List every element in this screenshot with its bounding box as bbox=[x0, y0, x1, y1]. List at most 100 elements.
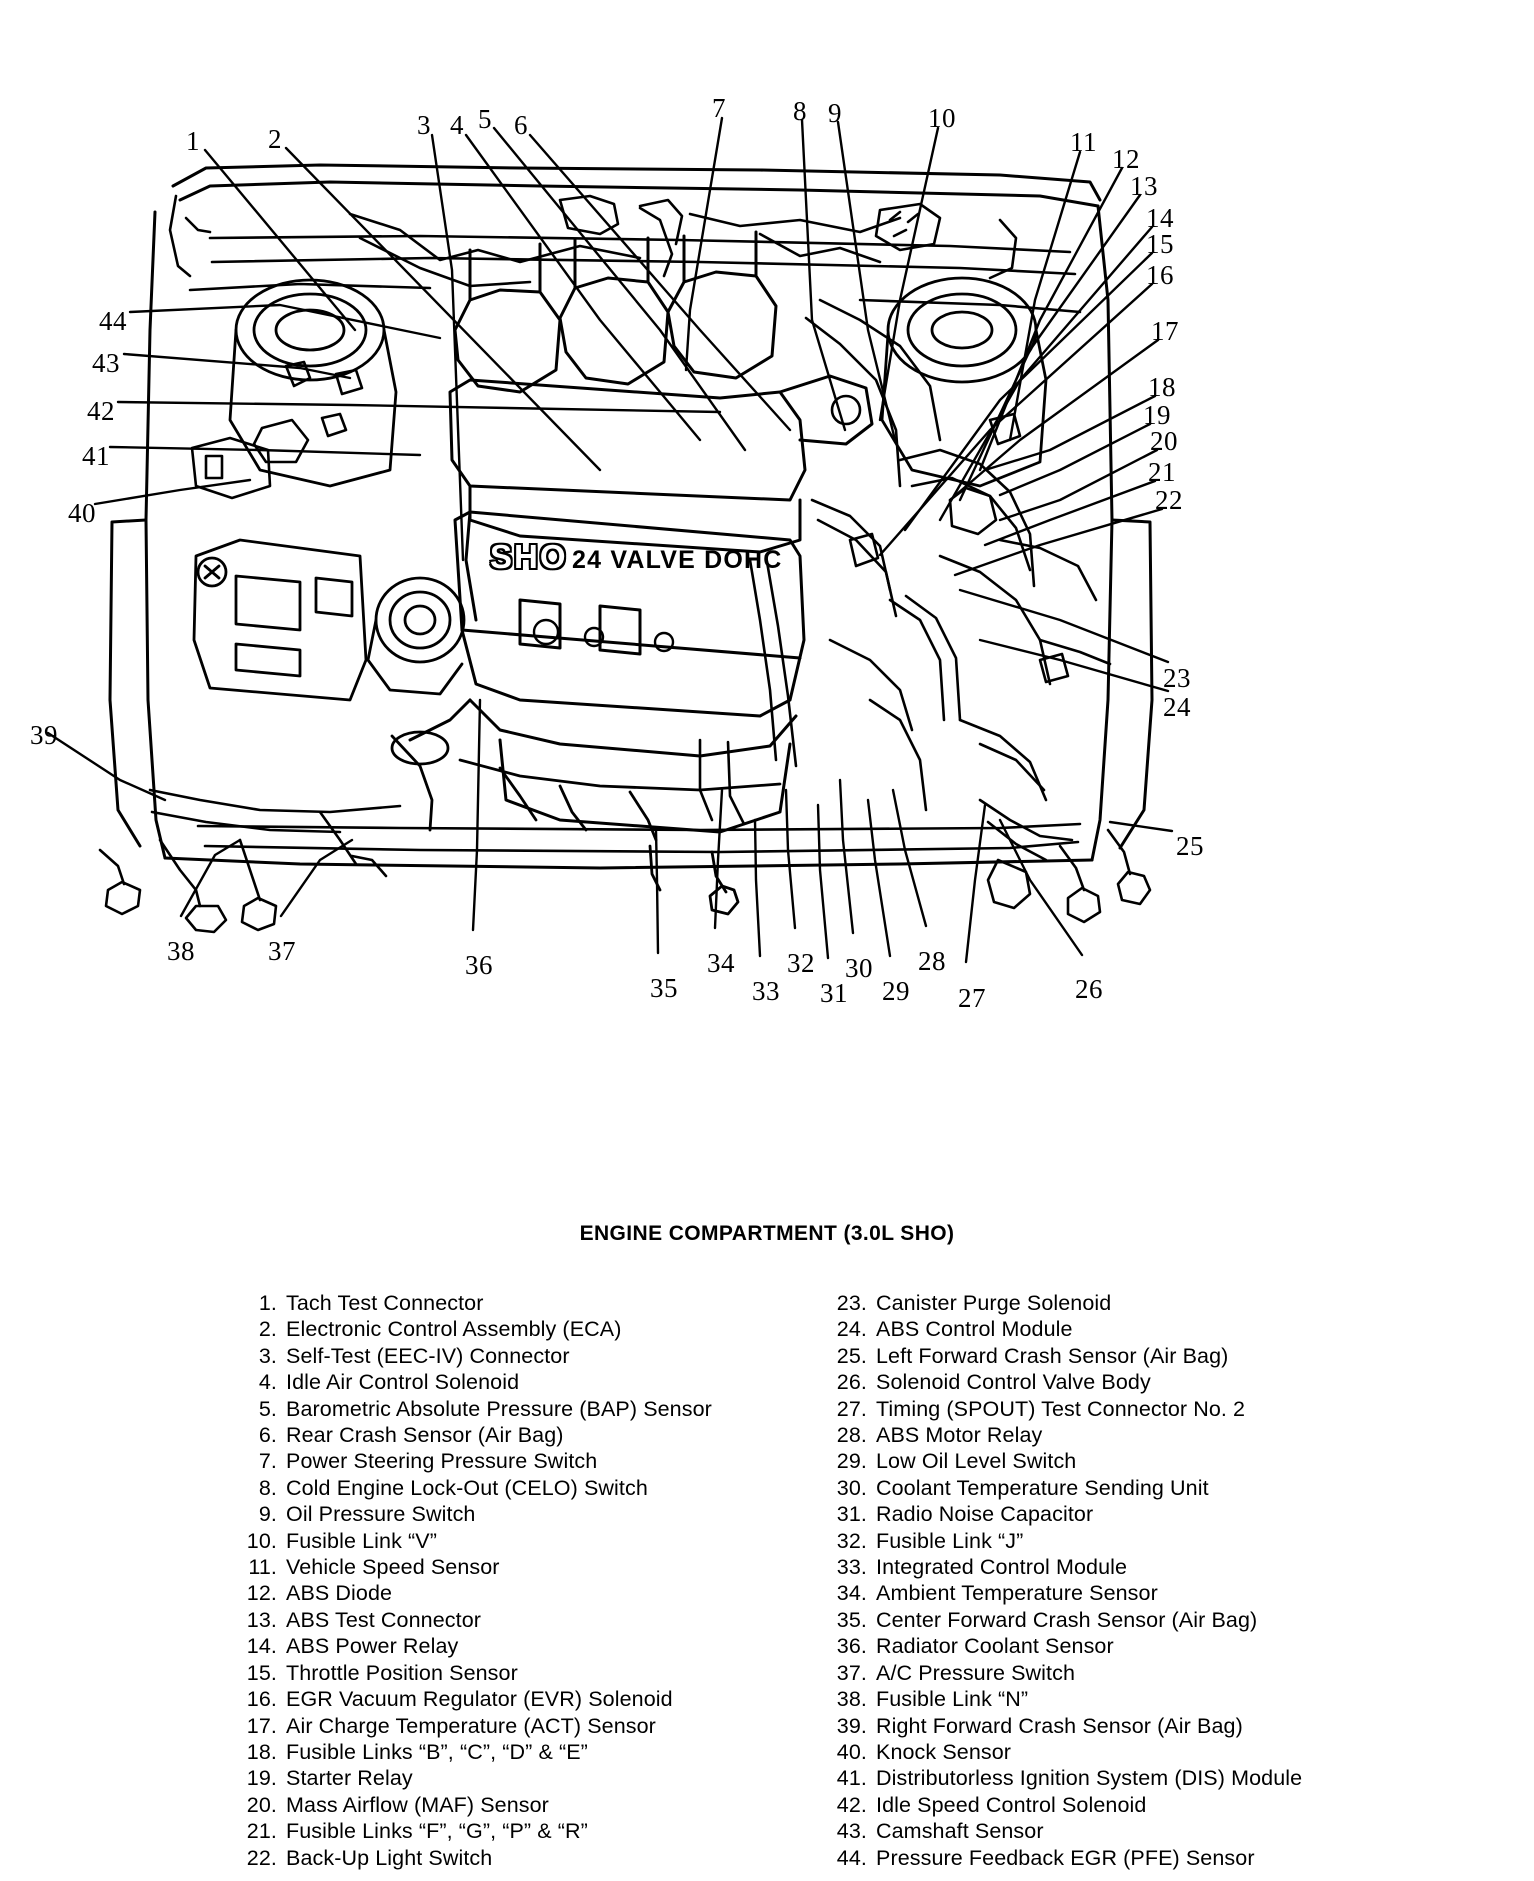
callout-number-11: 11 bbox=[1070, 127, 1097, 157]
legend-item: 7.Power Steering Pressure Switch bbox=[240, 1448, 760, 1474]
legend-item-label: Idle Air Control Solenoid bbox=[286, 1370, 520, 1395]
legend-item-label: Radio Noise Capacitor bbox=[876, 1502, 1094, 1527]
callout-number-26: 26 bbox=[1075, 974, 1103, 1004]
callout-number-15: 15 bbox=[1146, 229, 1174, 259]
legend-item-number: 1. bbox=[258, 1291, 277, 1315]
callout-number-27: 27 bbox=[958, 983, 986, 1013]
callout-number-5: 5 bbox=[478, 104, 492, 134]
callout-number-34: 34 bbox=[707, 948, 735, 978]
legend-item-number: 4. bbox=[258, 1370, 277, 1395]
legend-item-label: Canister Purge Solenoid bbox=[876, 1291, 1112, 1315]
legend-item: 11. Vehicle Speed Sensor bbox=[240, 1554, 760, 1580]
legend-item-label: Cold Engine Lock-Out (CELO) Switch bbox=[286, 1475, 648, 1500]
legend-item: 28.ABS Motor Relay bbox=[830, 1422, 1390, 1448]
callout-number-24: 24 bbox=[1163, 692, 1191, 722]
legend-item-number: 5. bbox=[258, 1396, 277, 1421]
legend-item: 4. Idle Air Control Solenoid bbox=[240, 1369, 760, 1395]
legend-item-label: Self-Test (EEC-IV) Connector bbox=[286, 1343, 570, 1368]
legend-item: 21.Fusible Links “F”, “G”, “P” & “R” bbox=[240, 1818, 760, 1844]
legend-item-number: 35. bbox=[836, 1607, 867, 1632]
legend-item-number: 31. bbox=[836, 1502, 867, 1527]
callout-number-42: 42 bbox=[87, 396, 115, 426]
legend-item-label: ABS Motor Relay bbox=[876, 1423, 1043, 1448]
callout-number-39: 39 bbox=[30, 720, 58, 750]
legend-item-label: Oil Pressure Switch bbox=[286, 1502, 476, 1527]
legend-item-number: 43. bbox=[836, 1819, 867, 1844]
legend-item: 26. Solenoid Control Valve Body bbox=[830, 1369, 1390, 1395]
legend-item: 14.ABS Power Relay bbox=[240, 1633, 760, 1659]
legend-item-number: 11. bbox=[248, 1555, 277, 1580]
legend-item-number: 27. bbox=[836, 1396, 867, 1421]
legend-item-number: 18. bbox=[246, 1739, 277, 1764]
legend-item-number: 6. bbox=[258, 1423, 277, 1448]
legend-item-label: Electronic Control Assembly (ECA) bbox=[286, 1317, 622, 1342]
legend-item: 13.ABS Test Connector bbox=[240, 1607, 760, 1633]
legend-item: 9. Oil Pressure Switch bbox=[240, 1501, 760, 1527]
legend-item-number: 15. bbox=[246, 1660, 277, 1685]
legend-item: 37.A/C Pressure Switch bbox=[830, 1660, 1390, 1686]
legend-item: 34.Ambient Temperature Sensor bbox=[830, 1580, 1390, 1606]
legend-item-number: 7. bbox=[258, 1449, 277, 1474]
legend-item-number: 24. bbox=[836, 1317, 867, 1342]
legend-item-number: 32. bbox=[836, 1528, 867, 1553]
legend-item-number: 13. bbox=[246, 1607, 277, 1632]
legend-item-label: EGR Vacuum Regulator (EVR) Solenoid bbox=[286, 1687, 673, 1712]
legend-item: 1. Tach Test Connector bbox=[240, 1290, 760, 1316]
legend-item: 32.Fusible Link “J” bbox=[830, 1528, 1390, 1554]
legend-item-number: 30. bbox=[836, 1475, 867, 1500]
legend-item-label: Distributorless Ignition System (DIS) Mo… bbox=[876, 1766, 1303, 1791]
legend-item-label: Center Forward Crash Sensor (Air Bag) bbox=[876, 1607, 1258, 1632]
legend-item-number: 41. bbox=[836, 1766, 867, 1791]
legend-item-label: Barometric Absolute Pressure (BAP) Senso… bbox=[286, 1396, 712, 1421]
callout-number-23: 23 bbox=[1163, 663, 1191, 693]
legend-item-number: 9. bbox=[258, 1502, 277, 1527]
legend-item: 39.Right Forward Crash Sensor (Air Bag) bbox=[830, 1713, 1390, 1739]
legend-item-label: Idle Speed Control Solenoid bbox=[876, 1792, 1147, 1817]
callout-number-25: 25 bbox=[1176, 831, 1204, 861]
legend-item-label: Tach Test Connector bbox=[286, 1291, 484, 1315]
callout-number-12: 12 bbox=[1112, 144, 1140, 174]
legend-item-number: 12. bbox=[246, 1581, 277, 1606]
legend-item: 23. Canister Purge Solenoid bbox=[830, 1290, 1390, 1316]
legend-item: 41. Distributorless Ignition System (DIS)… bbox=[830, 1765, 1390, 1791]
callout-number-9: 9 bbox=[828, 98, 842, 128]
legend-item: 24.ABS Control Module bbox=[830, 1316, 1390, 1342]
legend-item: 10.Fusible Link “V” bbox=[240, 1528, 760, 1554]
callout-number-36: 36 bbox=[465, 950, 493, 980]
legend-item-label: Rear Crash Sensor (Air Bag) bbox=[286, 1423, 564, 1448]
figure-caption: ENGINE COMPARTMENT (3.0L SHO) bbox=[579, 1222, 955, 1245]
callout-number-17: 17 bbox=[1151, 316, 1179, 346]
legend-item-number: 14. bbox=[246, 1634, 277, 1659]
callout-number-35: 35 bbox=[650, 973, 678, 1003]
callout-number-21: 21 bbox=[1148, 457, 1176, 487]
callout-number-40: 40 bbox=[68, 498, 96, 528]
legend-item-number: 39. bbox=[836, 1713, 867, 1738]
legend-item-number: 26. bbox=[836, 1370, 867, 1395]
legend-item: 43. Camshaft Sensor bbox=[830, 1818, 1390, 1844]
legend-item-label: Starter Relay bbox=[286, 1766, 413, 1791]
legend-item-number: 23. bbox=[836, 1291, 867, 1315]
legend-item-number: 29. bbox=[836, 1449, 867, 1474]
legend-item-number: 40. bbox=[836, 1739, 867, 1764]
legend-item: 12. ABS Diode bbox=[240, 1580, 760, 1606]
callout-number-30: 30 bbox=[845, 953, 873, 983]
callout-number-32: 32 bbox=[787, 948, 815, 978]
legend-item: 33.Integrated Control Module bbox=[830, 1554, 1390, 1580]
callout-number-16: 16 bbox=[1146, 260, 1174, 290]
legend-item-label: ABS Diode bbox=[286, 1581, 393, 1606]
legend-item-label: Camshaft Sensor bbox=[876, 1819, 1044, 1844]
callout-number-1: 1 bbox=[186, 126, 200, 156]
legend-item-label: Vehicle Speed Sensor bbox=[286, 1555, 500, 1580]
legend-item-label: Solenoid Control Valve Body bbox=[876, 1370, 1151, 1395]
legend-item: 16.EGR Vacuum Regulator (EVR) Solenoid bbox=[240, 1686, 760, 1712]
legend-item: 29.Low Oil Level Switch bbox=[830, 1448, 1390, 1474]
legend-item: 40.Knock Sensor bbox=[830, 1739, 1390, 1765]
callout-number-38: 38 bbox=[167, 936, 195, 966]
callout-number-6: 6 bbox=[514, 110, 528, 140]
legend-item-number: 36. bbox=[836, 1634, 867, 1659]
legend-item-label: Fusible Links “F”, “G”, “P” & “R” bbox=[286, 1819, 588, 1844]
callout-number-20: 20 bbox=[1150, 426, 1178, 456]
callout-number-33: 33 bbox=[752, 976, 780, 1006]
